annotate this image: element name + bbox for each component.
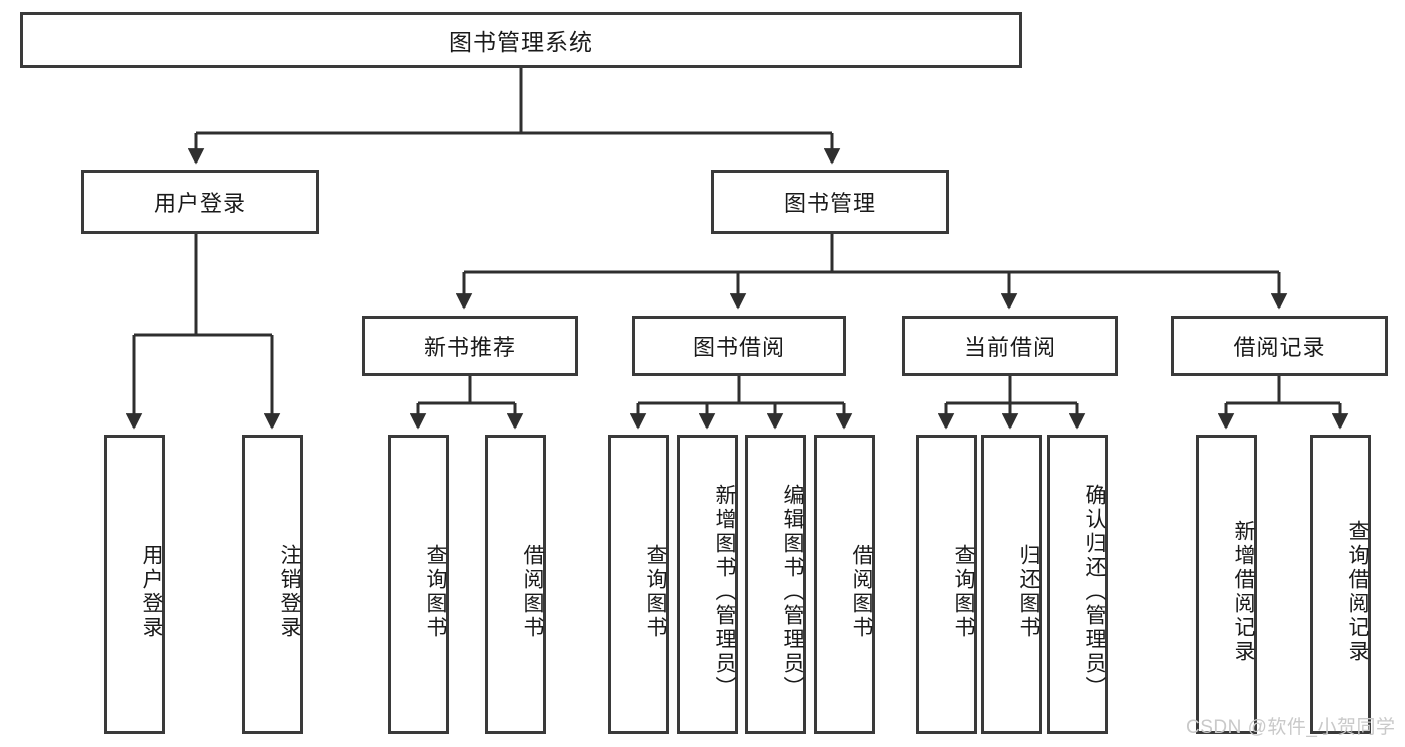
leaf-record-add-record[interactable]: 新增借阅记录 <box>1196 435 1257 734</box>
leaf-borrow-borrow-book[interactable]: 借阅图书 <box>814 435 875 734</box>
leaf-borrow-query-book[interactable]: 查询图书 <box>608 435 669 734</box>
node-root-system[interactable]: 图书管理系统 <box>20 12 1022 68</box>
leaf-user-login-login[interactable]: 用户登录 <box>104 435 165 734</box>
node-borrow-record[interactable]: 借阅记录 <box>1171 316 1388 376</box>
leaf-user-login-logout[interactable]: 注销登录 <box>242 435 303 734</box>
watermark-label: CSDN @软件_小贺同学 <box>1186 717 1396 738</box>
leaf-recommend-borrow-book[interactable]: 借阅图书 <box>485 435 546 734</box>
leaf-current-return-book[interactable]: 归还图书 <box>981 435 1042 734</box>
node-user-login[interactable]: 用户登录 <box>81 170 319 234</box>
node-book-management[interactable]: 图书管理 <box>711 170 949 234</box>
node-current-borrow[interactable]: 当前借阅 <box>902 316 1118 376</box>
node-book-borrow[interactable]: 图书借阅 <box>632 316 846 376</box>
leaf-record-query-record[interactable]: 查询借阅记录 <box>1310 435 1371 734</box>
leaf-current-query-book[interactable]: 查询图书 <box>916 435 977 734</box>
leaf-borrow-add-book-admin[interactable]: 新增图书（管理员） <box>677 435 738 734</box>
leaf-borrow-edit-book-admin[interactable]: 编辑图书（管理员） <box>745 435 806 734</box>
node-new-book-recommend[interactable]: 新书推荐 <box>362 316 578 376</box>
leaf-current-confirm-return-admin[interactable]: 确认归还（管理员） <box>1047 435 1108 734</box>
leaf-recommend-query-book[interactable]: 查询图书 <box>388 435 449 734</box>
